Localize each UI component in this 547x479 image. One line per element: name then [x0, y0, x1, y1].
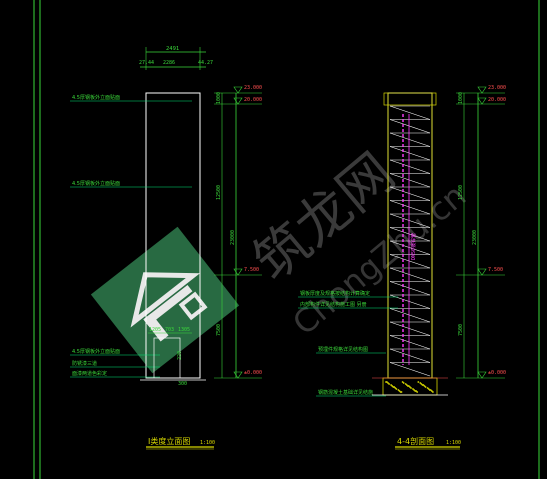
pipe-label: DN50镀锌管 [410, 233, 417, 260]
vdim-left-7500: 7500 [216, 324, 222, 336]
top-dim-part-1: 27.44 [139, 60, 154, 66]
truss-diagonal [389, 254, 431, 269]
right-section: DN50镀锌管 钢板厚度及规格按结构计算确定 内部构件详见结构施工图 另册 预埋… [298, 85, 506, 450]
vdim-left-23000: 23000 [230, 230, 236, 245]
truss-diagonal [389, 348, 431, 363]
right-drawing-title: 4-4剖面图 [397, 436, 434, 446]
level-right-23: 23.000 [488, 85, 506, 91]
right-callout-3: 预埋件规格详见结构图 [318, 346, 368, 353]
level-left-20: 20.000 [244, 97, 262, 103]
truss-diagonal [389, 173, 431, 188]
left-callout-5: 面漆两道色彩定 [72, 370, 107, 377]
gravel-dot [390, 384, 392, 386]
gravel-dot [412, 388, 414, 390]
truss-diagonal [389, 132, 431, 147]
gravel-dot [401, 381, 404, 383]
left-callout-1: 4.5厚钢板外立面贴面 [72, 94, 120, 101]
left-callout-2: 4.5厚钢板外立面贴面 [72, 180, 120, 187]
left-callout-3: 4.5厚钢板外立面贴面 [72, 348, 120, 355]
truss-diagonal [389, 308, 431, 323]
vdim-left-12500: 12500 [216, 185, 222, 200]
truss-diagonal [389, 281, 431, 296]
bottom-dim-3: 1305 [178, 327, 190, 333]
vdim-right-12500: 12500 [458, 185, 464, 200]
level-right-7.5: 7.500 [488, 267, 503, 273]
top-dim-total: 2491 [166, 46, 179, 52]
truss-diagonal [389, 186, 431, 201]
gravel-dot [429, 389, 432, 391]
left-elevation: 2491 27.44 2286 44.27 4.5厚钢板外立面贴面 4.5厚钢板… [70, 46, 262, 450]
gravel-dot [397, 389, 400, 391]
gravel-dot [407, 385, 410, 387]
gravel-dot [386, 381, 388, 383]
level-right-0: ±0.000 [488, 370, 506, 376]
level-left-7.5: 7.500 [244, 267, 259, 273]
bottom-dim-2: 703 [165, 327, 174, 333]
small-dim-1: 220 [177, 351, 183, 360]
level-left-23: 23.000 [244, 85, 262, 91]
right-drawing-scale: 1:100 [446, 440, 461, 446]
gravel-dot [419, 382, 422, 384]
truss-diagonal [389, 362, 431, 377]
truss-diagonal [389, 267, 431, 282]
right-callout-4: 钢筋混凝土基础详见结施 [318, 389, 373, 396]
gravel-dot [426, 387, 429, 389]
truss-diagonal [389, 159, 431, 174]
gravel-dot [415, 390, 417, 392]
truss-diagonal [389, 213, 431, 228]
truss-diagonal [389, 146, 431, 161]
right-callout-1: 钢板厚度及规格按结构计算确定 [300, 290, 370, 297]
truss-diagonal [389, 105, 431, 120]
truss-diagonal [389, 335, 431, 350]
truss-diagonal [389, 119, 431, 134]
right-callout-2: 内部构件详见结构施工图 另册 [300, 301, 367, 308]
gravel-dot [400, 391, 403, 393]
gravel-dot [404, 383, 407, 385]
vdim-right-7500: 7500 [458, 324, 464, 336]
gravel-dot [393, 386, 396, 388]
gravel-dot [422, 384, 425, 386]
left-drawing-scale: 1:100 [200, 440, 215, 446]
vdim-right-1000: 1000 [458, 92, 464, 104]
truss-diagonal [389, 240, 431, 255]
small-dim-2: 300 [178, 381, 187, 387]
truss-diagonal [389, 227, 431, 242]
vdim-right-23000: 23000 [472, 230, 478, 245]
bottom-dim-1: 1205 [149, 327, 161, 333]
gravel-dot [417, 381, 420, 383]
truss-diagonal [389, 321, 431, 336]
top-dim-part-3: 44.27 [198, 60, 213, 66]
left-callout-4: 防锈漆三道 [72, 360, 97, 367]
left-drawing-title: I类度立面图 [148, 436, 190, 446]
vdim-left-1000: 1000 [216, 92, 222, 104]
level-right-20: 20.000 [488, 97, 506, 103]
level-left-0: ±0.000 [244, 370, 262, 376]
top-dim-part-2: 2286 [163, 60, 175, 66]
truss-diagonal [389, 200, 431, 215]
